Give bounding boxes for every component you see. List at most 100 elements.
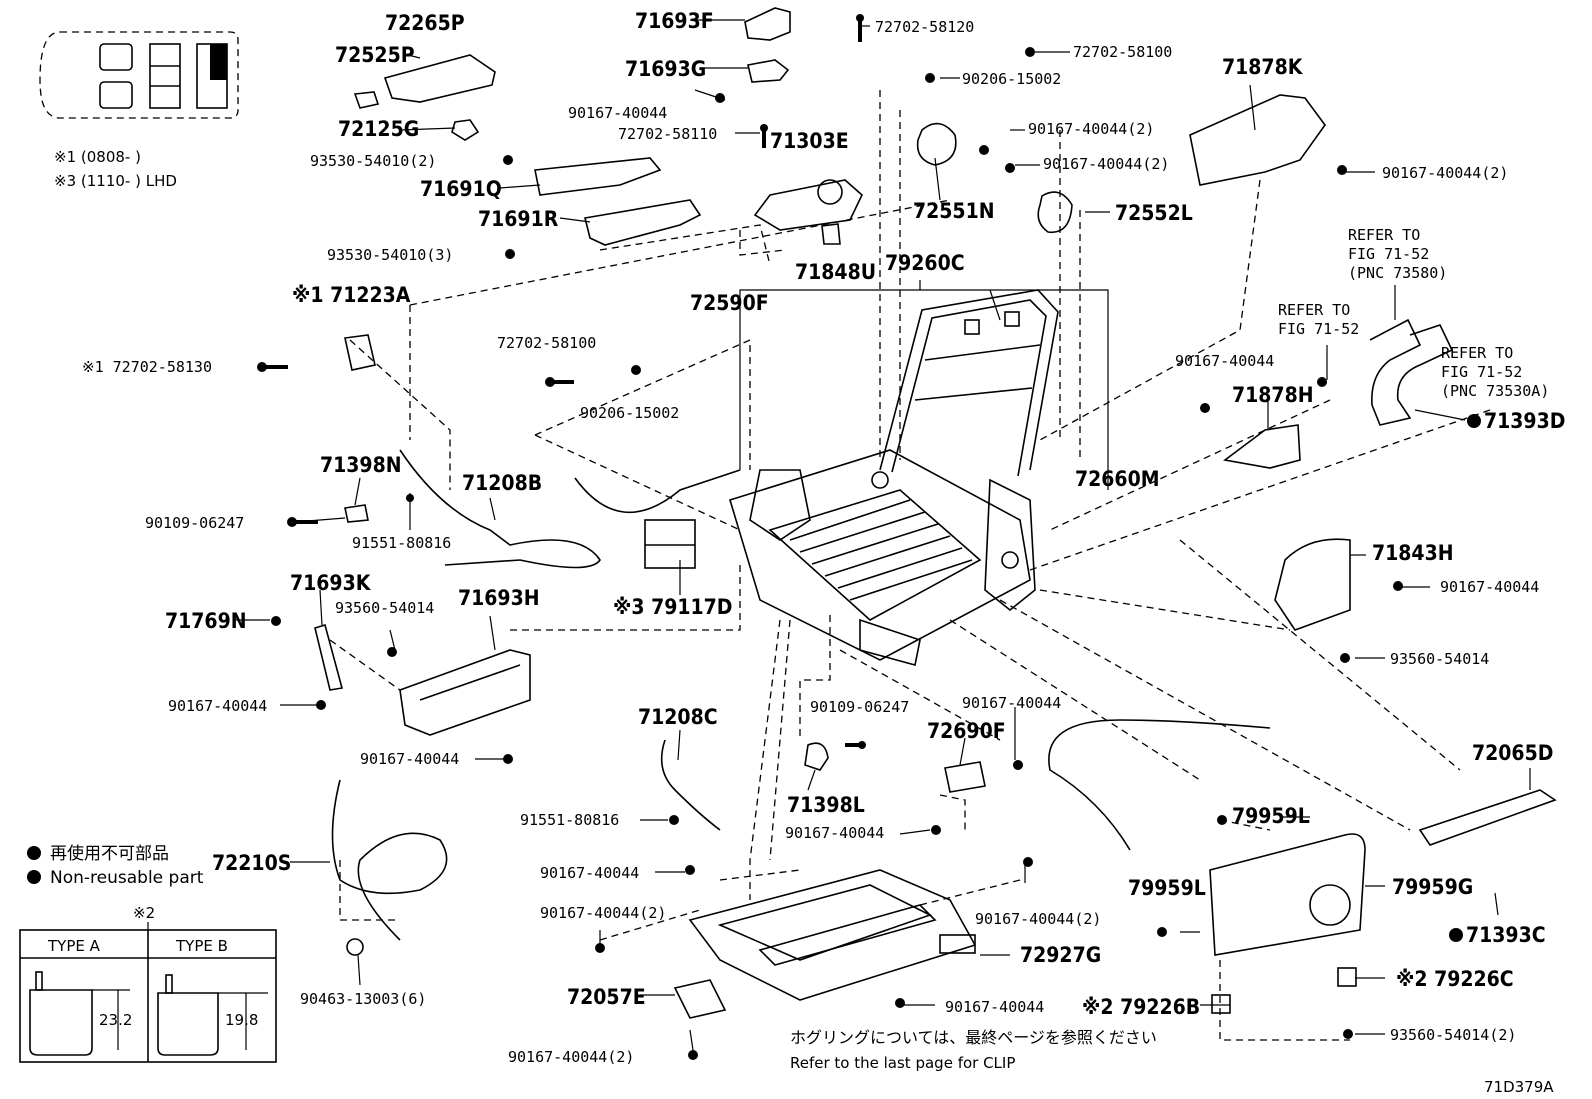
label-71208C: 71208C — [638, 705, 718, 729]
label-90167-40044-e: 90167-40044 — [962, 694, 1061, 712]
label-91551-80816-a: 91551-80816 — [352, 534, 451, 552]
label-90109-06247-a: 90109-06247 — [145, 514, 244, 532]
label-93560-54014-a: 93560-54014 — [335, 599, 434, 617]
label-71303E: 71303E — [770, 129, 849, 153]
label-79226C: ※2 79226C — [1396, 967, 1514, 991]
solid-leaders — [235, 19, 1531, 1051]
label-90167-40044-2-b: 90167-40044(2) — [1043, 155, 1169, 173]
label-72690F: 72690F — [927, 719, 1006, 743]
label-79959L-a: 79959L — [1232, 804, 1310, 828]
non-reusable-dot-71393C — [1449, 928, 1463, 942]
label-93560-54014-2: 93560-54014(2) — [1390, 1026, 1516, 1044]
label-71393D: 71393D — [1484, 409, 1565, 433]
part-labels: 72265P 72525P 72125G 93530-54010(2) 7169… — [82, 9, 1565, 1066]
type-table-marker: ※2 — [133, 904, 155, 922]
legend-en: Non-reusable part — [50, 868, 204, 888]
refer-3-line-3: (PNC 73530A) — [1441, 382, 1549, 400]
label-90463-13003-6: 90463-13003(6) — [300, 990, 426, 1008]
label-72927G: 72927G — [1020, 943, 1101, 967]
label-72590F: 72590F — [690, 291, 769, 315]
seat-frame-assembly — [729, 289, 1059, 666]
type-b-header: TYPE B — [175, 937, 228, 955]
label-71693G: 71693G — [625, 57, 706, 81]
refer-3-line-2: FIG 71-52 — [1441, 363, 1522, 381]
small-parts — [314, 7, 1557, 1019]
label-93560-54014-b: 93560-54014 — [1390, 650, 1489, 668]
label-90167-40044-2-f: 90167-40044(2) — [508, 1048, 634, 1066]
label-72552L: 72552L — [1115, 201, 1193, 225]
label-72525P: 72525P — [335, 43, 415, 67]
label-71398N: 71398N — [320, 453, 402, 477]
refer-1-line-2: FIG 71-52 — [1348, 245, 1429, 263]
clip-note-en: Refer to the last page for CLIP — [790, 1054, 1015, 1072]
label-79959L-b: 79959L — [1128, 876, 1206, 900]
label-72702-58100-b: 72702-58100 — [497, 334, 596, 352]
label-71691R: 71691R — [478, 207, 559, 231]
refer-2-line-1: REFER TO — [1278, 301, 1350, 319]
label-71223A: ※1 71223A — [292, 283, 411, 307]
label-90109-06247-b: 90109-06247 — [810, 698, 909, 716]
type-a-shape — [29, 989, 93, 1056]
refer-1-line-1: REFER TO — [1348, 226, 1420, 244]
label-72702-58130: ※1 72702-58130 — [82, 358, 212, 376]
refer-2-line-2: FIG 71-52 — [1278, 320, 1359, 338]
label-72702-58120: 72702-58120 — [875, 18, 974, 36]
label-91551-80816-b: 91551-80816 — [520, 811, 619, 829]
figure-id: 71D379A — [1484, 1078, 1554, 1096]
cables — [331, 449, 1271, 941]
label-90167-40044-i: 90167-40044 — [945, 998, 1044, 1016]
refer-3-line-1: REFER TO — [1441, 344, 1513, 362]
label-72210S: 72210S — [212, 851, 291, 875]
label-90167-40044-2-e: 90167-40044(2) — [975, 910, 1101, 928]
label-90167-40044-h: 90167-40044 — [540, 864, 639, 882]
lower-track-assembly — [688, 869, 977, 1001]
label-71208B: 71208B — [462, 471, 542, 495]
label-71693F: 71693F — [635, 9, 714, 33]
label-79117D: ※3 79117D — [613, 595, 733, 619]
label-71848U: 71848U — [795, 260, 876, 284]
fasteners — [257, 14, 1403, 1060]
type-a-dimension: 23.2 — [99, 1011, 132, 1029]
label-93530-54010-3: 93530-54010(3) — [327, 246, 453, 264]
label-71693K: 71693K — [290, 571, 372, 595]
type-a-header: TYPE A — [47, 937, 101, 955]
refer-1-line-3: (PNC 73580) — [1348, 264, 1447, 282]
legend-jp: 再使用不可部品 — [50, 843, 169, 864]
label-71693H: 71693H — [458, 586, 540, 610]
label-90206-15002-b: 90206-15002 — [580, 404, 679, 422]
label-71843H: 71843H — [1372, 541, 1454, 565]
label-90167-40044-g: 90167-40044 — [785, 824, 884, 842]
label-79260C: 79260C — [885, 251, 965, 275]
note-3: ※3 (1110- ) LHD — [54, 172, 177, 190]
note-1: ※1 (0808- ) — [54, 148, 141, 166]
type-b-shape — [157, 992, 219, 1056]
label-71769N: 71769N — [165, 609, 247, 633]
legend: 再使用不可部品 Non-reusable part — [27, 843, 204, 888]
type-b-dimension: 19.8 — [225, 1011, 258, 1029]
label-90167-40044-d: 90167-40044 — [168, 697, 267, 715]
label-79226B: ※2 79226B — [1082, 995, 1200, 1019]
label-72660M: 72660M — [1075, 467, 1160, 491]
label-71691Q: 71691Q — [420, 177, 502, 201]
label-72065D: 72065D — [1472, 741, 1553, 765]
label-72057E: 72057E — [567, 985, 646, 1009]
label-72551N: 72551N — [913, 199, 995, 223]
non-reusable-dot-71393D — [1467, 414, 1481, 428]
label-72125G: 72125G — [338, 117, 419, 141]
label-72265P: 72265P — [385, 11, 465, 35]
label-71878K: 71878K — [1222, 55, 1304, 79]
label-90167-40044-b: 90167-40044 — [1175, 352, 1274, 370]
label-90167-40044-f: 90167-40044 — [360, 750, 459, 768]
label-72702-58110: 72702-58110 — [618, 125, 717, 143]
label-90167-40044-2-c: 90167-40044(2) — [1382, 164, 1508, 182]
clip-note-jp: ホグリングについては、最終ページを参照ください — [790, 1028, 1157, 1047]
dashed-leaders — [329, 90, 1491, 1041]
label-90167-40044-a: 90167-40044 — [568, 104, 667, 122]
label-72702-58100-a: 72702-58100 — [1073, 43, 1172, 61]
label-93530-54010-2: 93530-54010(2) — [310, 152, 436, 170]
seat-layout-icon — [39, 31, 239, 119]
label-90206-15002-a: 90206-15002 — [962, 70, 1061, 88]
label-90167-40044-2-d: 90167-40044(2) — [540, 904, 666, 922]
type-table: ※2 TYPE A TYPE B 23.2 19.8 — [19, 904, 277, 1063]
